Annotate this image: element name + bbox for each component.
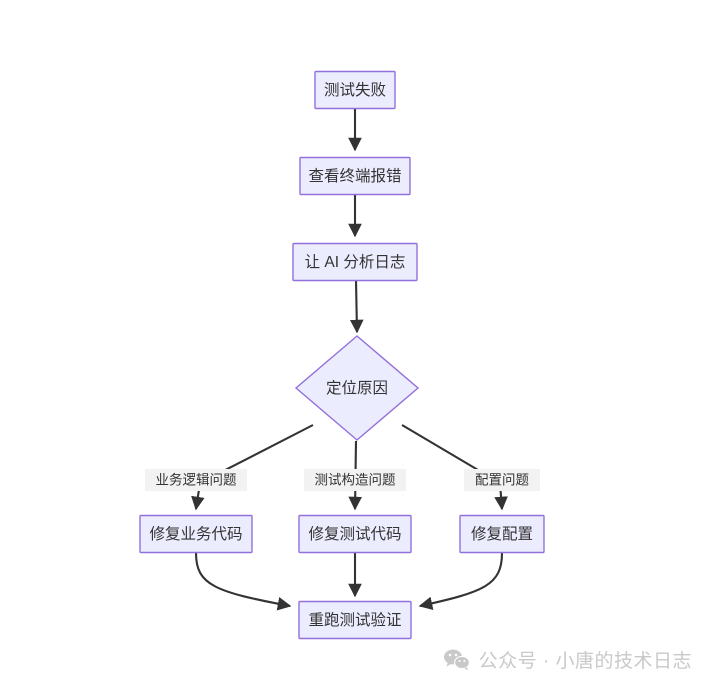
edge-n4-n5	[191, 424, 314, 511]
node-test-failed[interactable]: 测试失败	[314, 70, 396, 110]
watermark: 公众号 · 小唐的技术日志	[443, 646, 692, 673]
node-layer: 测试失败 查看终端报错 让 AI 分析日志 定位原因 修复业务代码 修复测试代码…	[139, 70, 545, 640]
node-check-terminal-error[interactable]: 查看终端报错	[299, 156, 411, 196]
edge-label-text: 业务逻辑问题	[156, 473, 237, 488]
wechat-icon	[443, 649, 470, 671]
edge-label-layer: 业务逻辑问题 测试构造问题 配置问题	[145, 469, 540, 491]
node-label: 查看终端报错	[308, 167, 401, 185]
node-label: 让 AI 分析日志	[305, 253, 406, 271]
edge-label-business-logic: 业务逻辑问题	[145, 469, 247, 491]
edge-label-configuration: 配置问题	[464, 469, 540, 491]
edge-n3-n4	[349, 280, 364, 334]
node-label: 定位原因	[326, 379, 388, 397]
watermark-text: 公众号 · 小唐的技术日志	[478, 651, 692, 672]
edge-n5-n8	[194, 552, 292, 611]
node-label: 修复配置	[471, 525, 533, 543]
node-label: 重跑测试验证	[308, 611, 401, 629]
node-locate-cause[interactable]: 定位原因	[294, 335, 420, 441]
node-label: 修复测试代码	[308, 525, 401, 543]
edge-n4-n7	[401, 424, 508, 511]
edge-label-test-construction: 测试构造问题	[304, 469, 406, 491]
edge-label-text: 配置问题	[475, 473, 529, 488]
node-rerun-test-verify[interactable]: 重跑测试验证	[298, 600, 412, 640]
edge-label-text: 测试构造问题	[315, 473, 396, 488]
node-label: 修复业务代码	[149, 525, 242, 543]
node-fix-business-code[interactable]: 修复业务代码	[139, 514, 253, 554]
node-ai-analyze-logs[interactable]: 让 AI 分析日志	[292, 242, 418, 282]
node-fix-test-code[interactable]: 修复测试代码	[298, 514, 412, 554]
edge-n7-n8	[418, 552, 504, 611]
node-label: 测试失败	[324, 81, 386, 99]
node-fix-configuration[interactable]: 修复配置	[459, 514, 545, 554]
